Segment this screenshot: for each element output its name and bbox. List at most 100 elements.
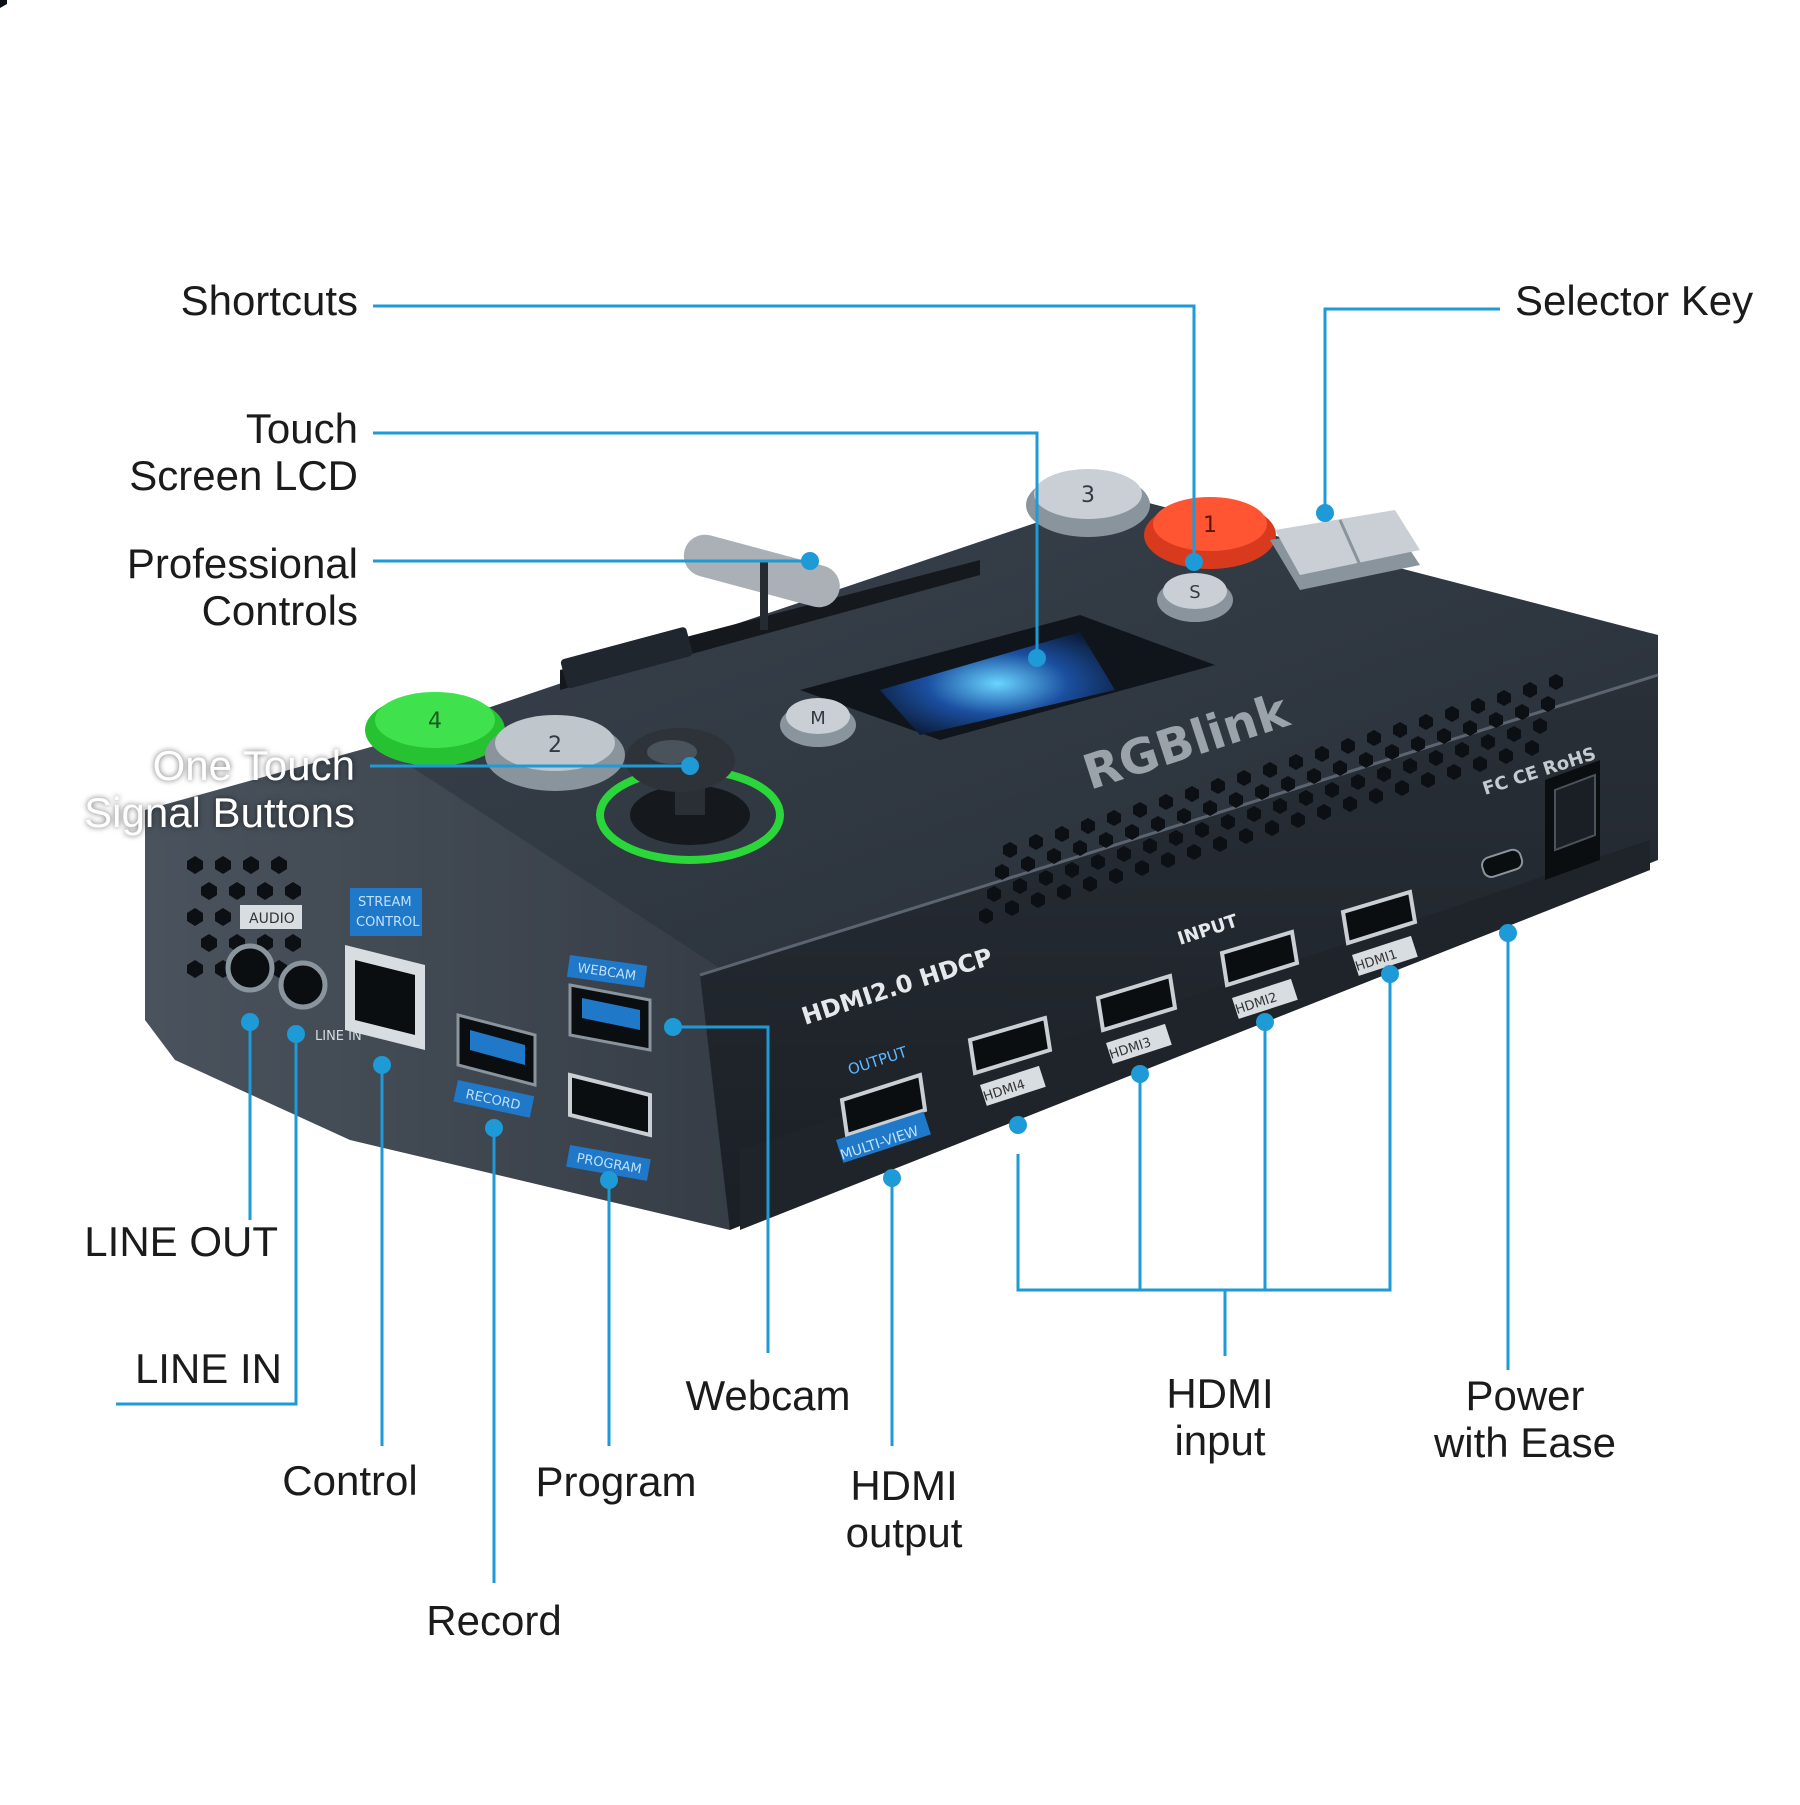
vent-hole [1117,846,1131,862]
vent-hole [995,864,1009,880]
vent-hole [1525,740,1539,756]
svg-text:1: 1 [1203,513,1217,538]
callout-record: Record [426,1597,562,1644]
vent-hole [1143,838,1157,854]
vent-hole [1307,768,1321,784]
vent-hole [1273,798,1287,814]
vent-hole [1471,698,1485,714]
svg-text:STREAM: STREAM [358,895,412,910]
vent-hole [1195,822,1209,838]
svg-text:M: M [810,708,826,729]
vent-hole [1185,786,1199,802]
callout-shortcuts: Shortcuts [180,277,358,324]
joystick [596,728,784,864]
callout-selector-key: Selector Key [1515,277,1754,324]
vent-hole [1549,674,1563,690]
vent-hole [1151,816,1165,832]
vent-hole [1281,776,1295,792]
svg-text:S: S [1189,582,1200,603]
vent-hole [1541,696,1555,712]
vent-hole [1455,742,1469,758]
vent-hole [1499,748,1513,764]
callout-program: Program [535,1458,697,1505]
vent-hole [1029,834,1043,850]
vent-hole [1369,788,1383,804]
svg-text:3: 3 [1081,483,1095,508]
button-s: S [1157,573,1233,622]
vent-hole [1091,854,1105,870]
vent-hole [1237,770,1251,786]
vent-hole [1125,824,1139,840]
callout-line-out: LINE OUT [84,1218,278,1265]
vent-hole [1177,808,1191,824]
ethernet-port: STREAM CONTROL [345,888,425,1050]
vent-hole [1031,892,1045,908]
vent-hole [201,882,217,900]
button-3: 3 [1026,469,1150,537]
vent-hole [1473,756,1487,772]
vent-hole [285,882,301,900]
vent-hole [1359,752,1373,768]
vent-hole [1099,832,1113,848]
vent-hole [215,856,231,874]
vent-hole [1221,814,1235,830]
vent-hole [1065,862,1079,878]
vent-hole [1003,842,1017,858]
vent-hole [1083,876,1097,892]
selector-keys [1270,510,1420,590]
vent-hole [1213,836,1227,852]
vent-hole [1203,800,1217,816]
vent-hole [1133,802,1147,818]
vent-hole [1211,778,1225,794]
vent-hole [1343,796,1357,812]
vent-hole [1351,774,1365,790]
vent-hole [979,908,993,924]
vent-hole [1497,690,1511,706]
vent-hole [1515,704,1529,720]
vent-hole [1289,754,1303,770]
t-bar-fader [560,534,980,690]
vent-hole [1057,884,1071,900]
vent-hole [1507,726,1521,742]
vent-hole [1039,870,1053,886]
vent-hole [1489,712,1503,728]
vent-hole [1013,878,1027,894]
vent-hole [1073,840,1087,856]
callout-webcam: Webcam [685,1372,851,1419]
vent-hole [1265,820,1279,836]
button-4: 4 [365,692,505,766]
vent-hole [1419,714,1433,730]
vent-hole [1055,826,1069,842]
vent-hole [1523,682,1537,698]
vent-hole [1299,790,1313,806]
svg-text:LINE IN: LINE IN [315,1029,362,1044]
vent-hole [1229,792,1243,808]
power-switch [1545,760,1600,880]
vent-hole [215,908,231,926]
vent-hole [1255,784,1269,800]
vent-hole [1533,718,1547,734]
vent-hole [229,882,245,900]
button-2: 2 [485,715,625,791]
callout-line-in: LINE IN [134,1345,282,1392]
vent-hole [187,856,203,874]
vent-hole [1393,722,1407,738]
vent-hole [1187,844,1201,860]
usb-c-port [1481,848,1524,878]
record-usb-port: RECORD [453,1013,537,1118]
vent-hole [1377,766,1391,782]
vent-hole [285,934,301,952]
vent-hole [1047,848,1061,864]
vent-hole [187,960,203,978]
vent-hole [1135,860,1149,876]
svg-text:CONTROL: CONTROL [356,915,420,930]
vent-hole [1315,746,1329,762]
svg-text:4: 4 [428,709,442,734]
